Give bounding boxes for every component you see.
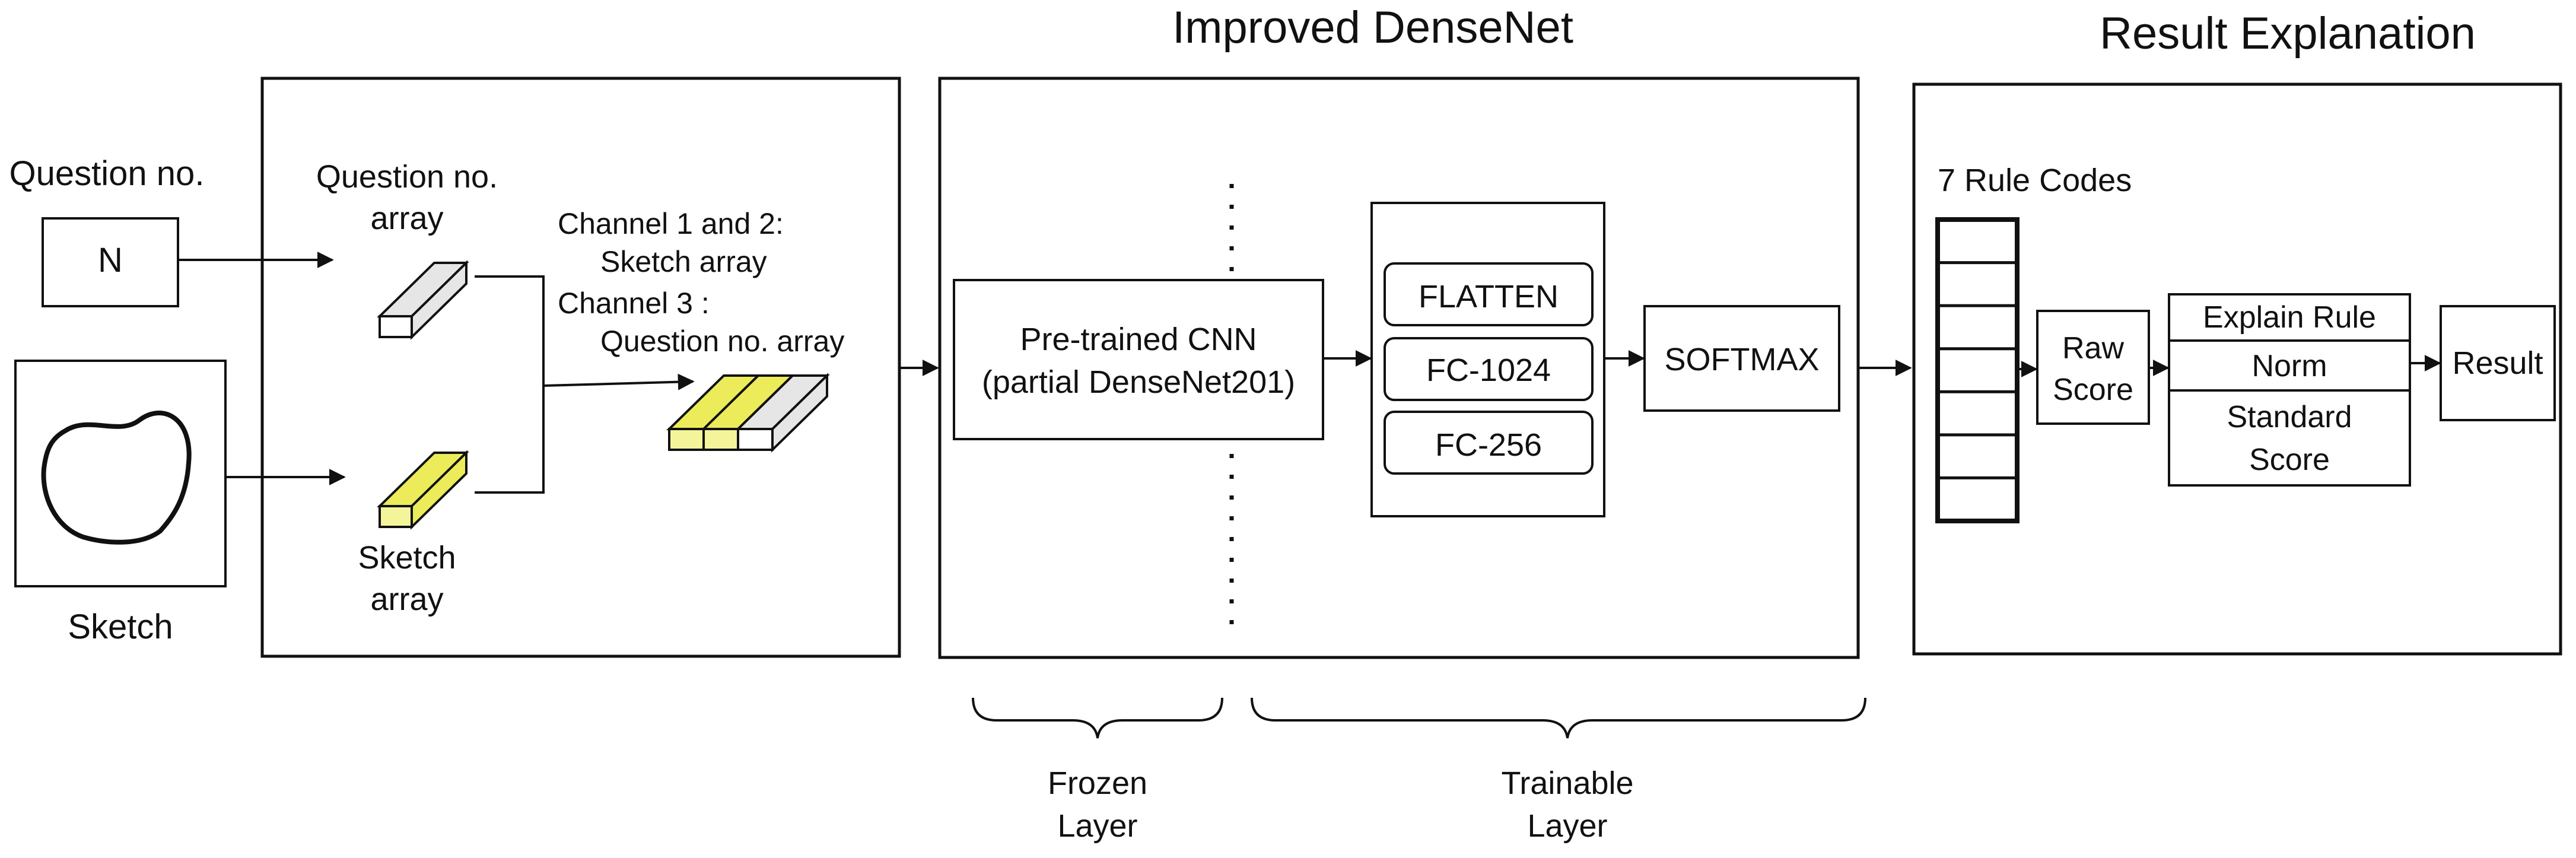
channel-text-2: Sketch array bbox=[600, 245, 767, 278]
fc256-layer-label: FC-256 bbox=[1435, 427, 1542, 463]
raw-score-label-line1: Raw bbox=[2062, 331, 2124, 366]
result-box bbox=[2440, 305, 2556, 421]
merge-bracket bbox=[475, 275, 545, 494]
pretrained-cnn-box bbox=[953, 279, 1324, 440]
sketch-drawing bbox=[41, 411, 192, 545]
sketch-input-box bbox=[14, 360, 227, 587]
question-array-block bbox=[377, 260, 469, 340]
fc1024-layer-label: FC-1024 bbox=[1426, 352, 1551, 388]
densenet-title: Improved DenseNet bbox=[1172, 2, 1573, 53]
combined-array-block bbox=[666, 373, 830, 453]
frozen-label-line2: Layer bbox=[1057, 808, 1137, 844]
question-input-box bbox=[42, 217, 179, 307]
fc1024-layer-box bbox=[1384, 337, 1594, 401]
question-no-label: Question no. bbox=[9, 154, 205, 193]
sketch-array-label-line2: array bbox=[370, 581, 443, 617]
pretrained-cnn-label-line1: Pre-trained CNN bbox=[1020, 322, 1257, 357]
sketch-label: Sketch bbox=[68, 608, 173, 646]
channel-text-3: Channel 3 : bbox=[558, 287, 710, 320]
rule-codes-label: 7 Rule Codes bbox=[1938, 163, 2132, 198]
frozen-label-line1: Frozen bbox=[1048, 765, 1147, 801]
merge-arrow bbox=[543, 373, 695, 390]
trainable-label-line2: Layer bbox=[1527, 808, 1607, 844]
pretrained-cnn-label-line2: (partial DenseNet201) bbox=[982, 364, 1295, 400]
raw-score-label-line2: Score bbox=[2053, 373, 2133, 407]
flatten-layer-box bbox=[1384, 262, 1594, 326]
result-label: Result bbox=[2452, 345, 2543, 381]
standard-score-label-line1: Standard bbox=[2227, 400, 2352, 434]
sketch-array-block bbox=[377, 450, 469, 530]
sketch-array-label-line1: Sketch bbox=[358, 540, 456, 576]
fc256-layer-box bbox=[1384, 411, 1594, 475]
rule-codes-column bbox=[1935, 217, 2020, 523]
flatten-layer-label: FLATTEN bbox=[1419, 279, 1559, 314]
softmax-label: SOFTMAX bbox=[1664, 342, 1819, 377]
trainable-brace bbox=[1251, 697, 1866, 739]
rule-codes-outline bbox=[1935, 217, 2020, 523]
channel-text-4: Question no. array bbox=[600, 325, 844, 358]
explain-rule-label: Explain Rule bbox=[2203, 300, 2376, 335]
norm-label: Norm bbox=[2251, 349, 2327, 383]
trainable-label-line1: Trainable bbox=[1501, 765, 1633, 801]
question-array-label-line1: Question no. bbox=[316, 159, 498, 195]
question-array-label-line2: array bbox=[370, 201, 443, 236]
softmax-box bbox=[1643, 305, 1840, 412]
standard-score-label-line2: Score bbox=[2249, 443, 2330, 477]
result-title: Result Explanation bbox=[2100, 8, 2476, 59]
result-panel bbox=[1912, 82, 2562, 656]
channel-text-1: Channel 1 and 2: bbox=[558, 207, 784, 240]
question-input-value: N bbox=[98, 241, 123, 279]
frozen-brace bbox=[972, 697, 1223, 739]
